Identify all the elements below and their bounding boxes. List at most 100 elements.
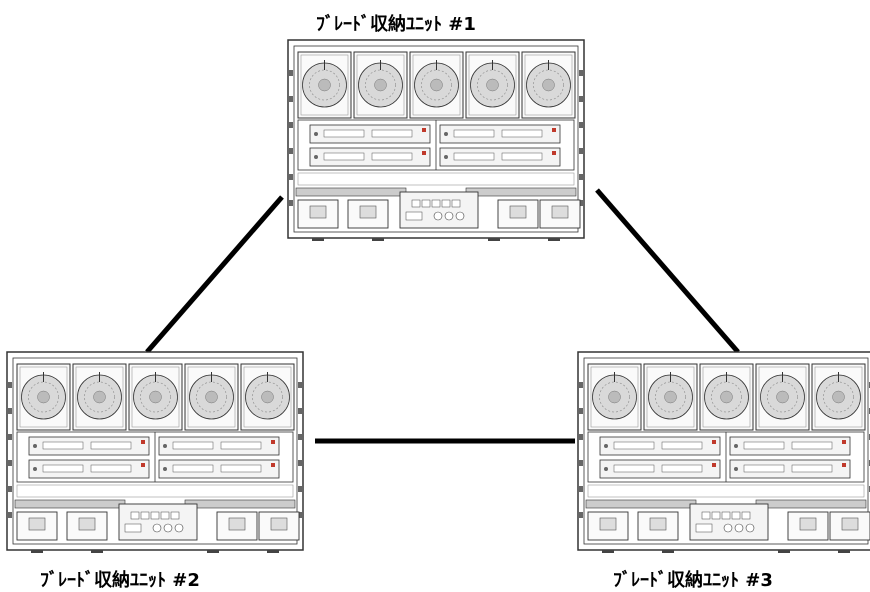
blade-status-led (712, 463, 716, 467)
fan-hub (37, 390, 50, 404)
rail-mark-left (8, 486, 12, 492)
blade-handle-dot (163, 467, 167, 471)
fan-ring (365, 69, 396, 101)
fan-ring (84, 381, 115, 413)
fan-ring (140, 381, 171, 413)
empty-slot (587, 484, 865, 498)
fan-grille-frame (187, 366, 236, 428)
blade-handle-dot (33, 444, 37, 448)
unit-3-enclosure (577, 351, 870, 553)
rail-mark-right (579, 174, 583, 180)
vent-strip-right (465, 187, 577, 197)
fan-grille-frame (131, 366, 180, 428)
round-port-icon (433, 211, 443, 221)
blade-handle-dot (163, 444, 167, 448)
blade-status-led (842, 463, 846, 467)
blade-port-block (220, 464, 262, 473)
power-socket-icon (509, 205, 527, 219)
rail-mark-left (579, 486, 583, 492)
blade-status-led (712, 440, 716, 444)
chassis-foot (488, 238, 500, 241)
rail-mark-left (8, 382, 12, 388)
blade-server (158, 459, 280, 479)
chassis-foot (838, 550, 850, 553)
blade-server (28, 459, 150, 479)
chassis-foot (31, 550, 43, 553)
rail-mark-left (579, 382, 583, 388)
power-socket-icon (270, 517, 288, 531)
rail-mark-left (579, 460, 583, 466)
blade-server (599, 459, 721, 479)
fan-grille-frame (300, 54, 349, 116)
blade-status-led (552, 128, 556, 132)
blade-server (158, 436, 280, 456)
blade-port-block (613, 464, 655, 473)
blade-status-led (141, 440, 145, 444)
vent-strip-right (184, 499, 296, 509)
chassis-foot (267, 550, 279, 553)
round-port-icon (152, 523, 162, 533)
vent-strip-left (295, 187, 407, 197)
round-port-icon (734, 523, 744, 533)
fan-grille-frame (646, 366, 695, 428)
blade-status-led (271, 440, 275, 444)
round-port-icon (723, 523, 733, 533)
blade-port-block (90, 464, 132, 473)
blade-server (439, 147, 561, 167)
power-socket-icon (359, 205, 377, 219)
unit-1-enclosure (287, 39, 585, 241)
fan-hub (720, 390, 733, 404)
fan-grille-frame (19, 366, 68, 428)
network-port-icon (160, 511, 170, 520)
chassis-inner-frame (583, 357, 869, 545)
fan-hub (430, 78, 443, 92)
blade-port-block (661, 464, 703, 473)
blade-server (599, 436, 721, 456)
network-port-icon (441, 199, 451, 208)
empty-slot (16, 484, 294, 498)
blade-port-block (501, 152, 543, 161)
blade-port-block (42, 464, 84, 473)
power-socket-icon (799, 517, 817, 531)
round-port-icon (745, 523, 755, 533)
fan-ring (823, 381, 854, 413)
fan-hub (664, 390, 677, 404)
network-port-icon (411, 199, 421, 208)
blade-status-led (552, 151, 556, 155)
blade-port-block (172, 464, 214, 473)
power-socket-icon (599, 517, 617, 531)
fan-grille-frame (814, 366, 863, 428)
blade-port-block (453, 152, 495, 161)
chassis-foot (778, 550, 790, 553)
rail-mark-right (298, 382, 302, 388)
fan-ring (28, 381, 59, 413)
network-port-icon (150, 511, 160, 520)
fan-ring (767, 381, 798, 413)
fan-grille-frame (524, 54, 573, 116)
blade-server (28, 436, 150, 456)
blade-handle-dot (444, 155, 448, 159)
power-socket-icon (228, 517, 246, 531)
round-port-icon (455, 211, 465, 221)
network-port-icon (140, 511, 150, 520)
fan-hub (205, 390, 218, 404)
fan-hub (776, 390, 789, 404)
blade-handle-dot (314, 132, 318, 136)
vga-port-icon (695, 523, 713, 533)
fan-grille-frame (75, 366, 124, 428)
rail-mark-left (289, 70, 293, 76)
blade-port-block (220, 441, 262, 450)
blade-status-led (842, 440, 846, 444)
blade-handle-dot (444, 132, 448, 136)
rail-mark-left (289, 148, 293, 154)
blade-port-block (743, 441, 785, 450)
blade-server (439, 124, 561, 144)
fan-ring (655, 381, 686, 413)
rail-mark-left (579, 408, 583, 414)
network-port-icon (731, 511, 741, 520)
fan-grille-frame (468, 54, 517, 116)
vent-strip-left (585, 499, 697, 509)
round-port-icon (174, 523, 184, 533)
fan-hub (374, 78, 387, 92)
